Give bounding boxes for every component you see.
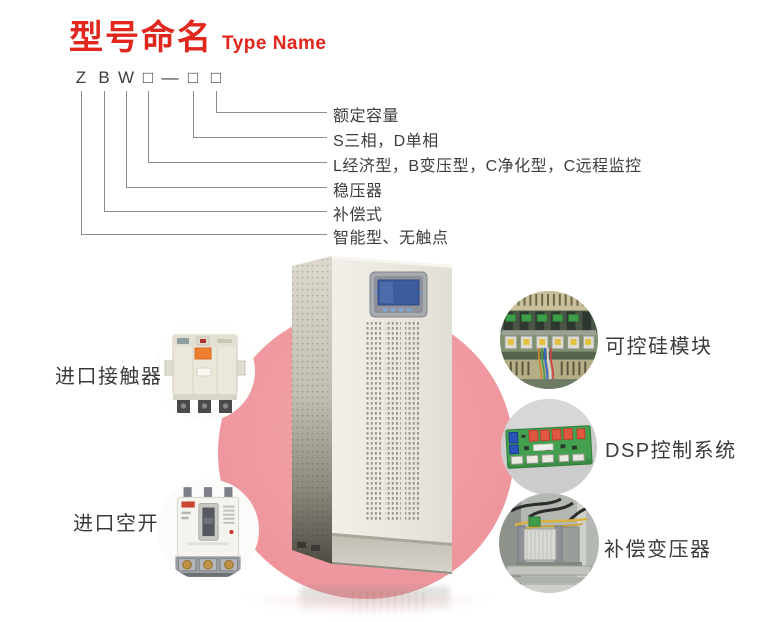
- diagram-label-compensated: 补偿式: [333, 207, 383, 224]
- diagram-label-rated-capacity: 额定容量: [333, 108, 400, 125]
- circuit-breaker-photo: [157, 479, 259, 581]
- dsp-board-illustration: [501, 399, 597, 495]
- model-code-char-2: B: [98, 68, 110, 87]
- model-code-char-6: □: [187, 68, 199, 87]
- diagram-label-intelligent: 智能型、无触点: [333, 230, 449, 247]
- cabinet-reflection: [300, 587, 450, 613]
- voltage-stabilizer-cabinet: [292, 256, 452, 574]
- callout-label-transformer: 补偿变压器: [604, 539, 712, 561]
- model-code-char-5: —: [161, 68, 179, 87]
- contactor-illustration: [164, 334, 246, 413]
- callout-label-dsp-system: DSP控制系统: [605, 440, 737, 462]
- model-code-char-1: Z: [75, 68, 87, 87]
- model-code-char-3: W: [117, 68, 135, 87]
- dsp-control-board-photo: [501, 399, 597, 495]
- circuit-breaker-illustration: [175, 487, 241, 577]
- scr-module-illustration: [500, 291, 598, 389]
- model-code-char-7: □: [210, 68, 222, 87]
- page-title-chinese: 型号命名: [69, 19, 213, 57]
- contactor-photo: [155, 321, 255, 421]
- compensation-transformer-photo: [499, 493, 599, 593]
- diagram-label-stabilizer: 稳压器: [333, 183, 383, 200]
- callout-label-contactor: 进口接触器: [55, 366, 163, 388]
- diagram-label-series-type: L经济型，B变压型，C净化型，C远程监控: [333, 158, 642, 175]
- transformer-illustration: [499, 493, 599, 593]
- pink-circle-reflection: [240, 596, 496, 616]
- diagram-label-phase: S三相，D单相: [333, 133, 439, 150]
- vent-reflection: [352, 592, 428, 618]
- model-code-char-4: □: [142, 68, 154, 87]
- scr-module-photo: [500, 291, 598, 389]
- page-title: 型号命名 Type Name: [69, 10, 326, 59]
- page-title-english: Type Name: [222, 33, 327, 54]
- control-panel: [369, 271, 428, 318]
- callout-label-scr-module: 可控硅模块: [605, 336, 713, 358]
- callout-label-breaker: 进口空开: [73, 513, 159, 535]
